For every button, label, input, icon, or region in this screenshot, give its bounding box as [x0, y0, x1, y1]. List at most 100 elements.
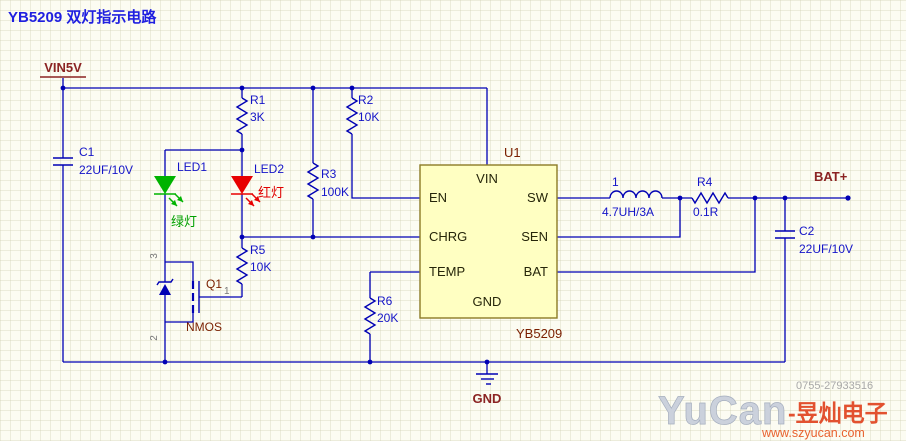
junction-dot [752, 195, 758, 201]
led1-designator: LED1 [177, 160, 207, 174]
resistor-zigzag[interactable] [235, 97, 249, 135]
u1-pin-sen: SEN [521, 229, 548, 244]
watermark-brand-cn: -昱灿电子 [788, 400, 888, 426]
junction-dot [60, 85, 66, 91]
q1-pin-drain-number: 3 [149, 253, 160, 259]
wire-q1-source-branch[interactable] [165, 313, 194, 323]
l1-value: 4.7UH/3A [602, 205, 654, 219]
junction-dot [367, 359, 373, 365]
led-arrowhead-icon [254, 196, 260, 202]
led-arrowhead-icon [248, 200, 254, 206]
component-l1[interactable]: 1 4.7UH/3A [602, 175, 663, 219]
r2-designator: R2 [358, 93, 374, 107]
component-r2[interactable]: R2 10K [345, 93, 379, 135]
l1-designator: 1 [612, 175, 619, 189]
junction-dot [782, 195, 788, 201]
component-led2[interactable]: LED2 红灯 [231, 162, 284, 207]
led2-cn-label: 红灯 [258, 185, 284, 200]
q1-designator: Q1 [206, 277, 222, 291]
wire-q1-drain-branch[interactable] [165, 261, 194, 281]
port-vin5v[interactable]: VIN5V [40, 60, 86, 78]
c2-designator: C2 [799, 224, 815, 238]
component-c1[interactable]: C1 22UF/10V [53, 145, 133, 177]
junction-dot [310, 234, 316, 240]
r4-value: 0.1R [693, 205, 719, 219]
led1-cn-label: 绿灯 [171, 214, 197, 229]
q1-type-label: NMOS [186, 320, 222, 334]
component-led1[interactable]: LED1 绿灯 [154, 160, 207, 229]
port-bat-plus[interactable]: BAT+ [814, 169, 848, 184]
junction-dot [677, 195, 683, 201]
junction-dots [60, 85, 851, 365]
net-label-vin5v: VIN5V [44, 60, 82, 75]
wire-end-pad [845, 195, 851, 201]
wire-sen[interactable] [557, 198, 681, 238]
component-u1[interactable]: U1 YB5209 VIN EN CHRG TEMP GND SW SEN BA… [419, 145, 562, 341]
wire-en[interactable] [351, 134, 420, 199]
led-arrowhead-icon [177, 196, 183, 202]
junction-dot [239, 234, 245, 240]
u1-pin-vin: VIN [476, 171, 498, 186]
c2-value: 22UF/10V [799, 242, 853, 256]
q1-pin-source-number: 2 [149, 335, 160, 341]
component-r4[interactable]: R4 0.1R [691, 175, 729, 219]
component-c2[interactable]: C2 22UF/10V [775, 224, 853, 256]
component-r3[interactable]: R3 100K [306, 162, 349, 200]
u1-pin-en: EN [429, 190, 447, 205]
q1-pin-gate-number: 1 [224, 286, 230, 297]
component-r5[interactable]: R5 10K [235, 243, 271, 285]
resistor-zigzag[interactable] [363, 297, 377, 335]
r1-designator: R1 [250, 93, 266, 107]
u1-pin-temp: TEMP [429, 264, 465, 279]
u1-designator: U1 [504, 145, 521, 160]
r3-designator: R3 [321, 167, 337, 181]
r6-value: 20K [377, 311, 398, 325]
led2-designator: LED2 [254, 162, 284, 176]
r5-value: 10K [250, 260, 271, 274]
component-q1[interactable]: Q1 NMOS 3 2 1 [149, 253, 230, 341]
led-triangle[interactable] [154, 176, 176, 194]
port-gnd[interactable]: GND [473, 373, 502, 406]
body-diode-triangle[interactable] [159, 284, 171, 295]
u1-pin-chrg: CHRG [429, 229, 467, 244]
resistor-zigzag[interactable] [345, 97, 359, 135]
u1-pin-bat: BAT [524, 264, 548, 279]
c1-value: 22UF/10V [79, 163, 133, 177]
watermark: 0755-27933516 YuCan -昱灿电子 www.szyucan.co… [658, 380, 888, 440]
junction-dot [349, 85, 355, 91]
led-arrowhead-icon [171, 200, 177, 206]
junction-dot [484, 359, 490, 365]
junction-dot [310, 85, 316, 91]
led-triangle[interactable] [231, 176, 253, 194]
watermark-brand-en: YuCan [658, 389, 787, 433]
c1-designator: C1 [79, 145, 95, 159]
resistor-zigzag[interactable] [306, 162, 320, 200]
r2-value: 10K [358, 110, 379, 124]
page-title: YB5209 双灯指示电路 [8, 8, 157, 26]
ic-body[interactable] [419, 164, 558, 319]
r5-designator: R5 [250, 243, 266, 257]
junction-dot [239, 147, 245, 153]
r4-designator: R4 [697, 175, 713, 189]
u1-pin-gnd: GND [473, 294, 502, 309]
junction-dot [239, 85, 245, 91]
wires [62, 78, 848, 374]
r3-value: 100K [321, 185, 349, 199]
r1-value: 3K [250, 110, 265, 124]
body-diode-cathode-bar[interactable] [156, 278, 174, 286]
watermark-phone: 0755-27933516 [796, 380, 873, 392]
resistor-zigzag[interactable] [691, 191, 729, 205]
watermark-url: www.szyucan.com [761, 426, 865, 440]
component-r1[interactable]: R1 3K [235, 93, 266, 135]
inductor-coils[interactable] [609, 190, 663, 199]
resistor-zigzag[interactable] [235, 247, 249, 285]
net-label-bat-plus: BAT+ [814, 169, 848, 184]
u1-part-number: YB5209 [516, 326, 562, 341]
net-label-gnd: GND [473, 391, 502, 406]
u1-pin-sw: SW [527, 190, 549, 205]
wire-bat[interactable] [557, 198, 756, 273]
component-r6[interactable]: R6 20K [363, 294, 398, 335]
junction-dot [162, 359, 168, 365]
